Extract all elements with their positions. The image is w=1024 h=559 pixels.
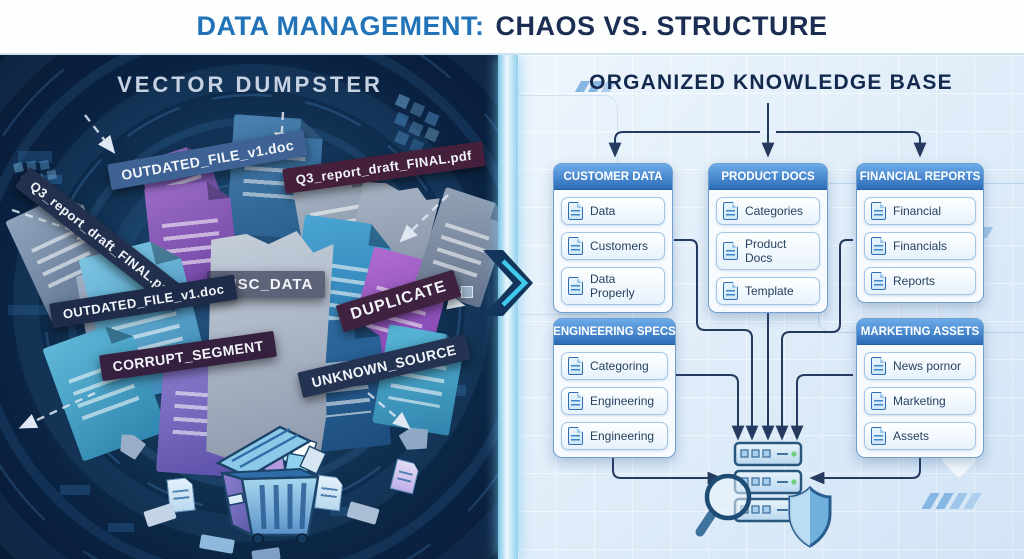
document-icon: [871, 392, 886, 410]
document-icon: [568, 357, 583, 375]
chaos-panel: VECTOR DUMPSTER: [0, 55, 500, 559]
kb-item-label: Data: [590, 204, 616, 218]
kb-item: Reports: [864, 267, 976, 295]
kb-item-label: Reports: [893, 274, 936, 288]
kb-item: Data: [561, 197, 665, 225]
kb-item: Financial: [864, 197, 976, 225]
dashed-arrow: [84, 114, 116, 154]
document-icon: [723, 242, 738, 260]
document-icon: [568, 392, 583, 410]
category-box-marketing-assets: MARKETING ASSETS News pornor Marketing A…: [856, 318, 984, 458]
kb-item-label: News pornor: [893, 359, 962, 373]
document-icon: [871, 427, 886, 445]
dashed-arrow: [407, 291, 466, 310]
kb-item-label: Template: [745, 284, 794, 298]
kb-item: Template: [716, 277, 820, 305]
kb-item: News pornor: [864, 352, 976, 380]
chaos-panel-title: VECTOR DUMPSTER: [117, 72, 383, 97]
shield-icon: [788, 485, 832, 548]
category-title: FINANCIAL REPORTS: [857, 164, 983, 190]
dashed-arrow: [367, 392, 411, 430]
document-icon: [871, 202, 886, 220]
organized-panel-title: ORGANIZED KNOWLEDGE BASE: [589, 71, 953, 94]
document-icon: [568, 427, 583, 445]
kb-item-label: Customers: [590, 239, 649, 253]
dashed-arrow: [18, 391, 96, 429]
dashed-arrow: [399, 194, 449, 243]
page-title-suffix: CHAOS VS. STRUCTURE: [495, 11, 828, 41]
category-box-engineering-specs: ENGINEERING SPECS Categoring Engineering…: [553, 318, 676, 458]
kb-item: Customers: [561, 232, 665, 260]
server-stack-icon: [733, 441, 803, 523]
category-title: CUSTOMER DATA: [554, 164, 672, 190]
kb-item-label: Financials: [893, 239, 948, 253]
kb-item-label: Engineering: [590, 394, 655, 408]
category-box-financial-reports: FINANCIAL REPORTS Financial Financials R…: [856, 163, 984, 303]
kb-item-label: Financial: [893, 204, 942, 218]
kb-item-label: Marketing: [893, 394, 946, 408]
kb-item: Categoring: [561, 352, 668, 380]
kb-item-label: Categories: [745, 204, 804, 218]
document-icon: [871, 357, 886, 375]
kb-item: Product Docs: [716, 232, 820, 270]
kb-item: Categories: [716, 197, 820, 225]
document-icon: [723, 202, 738, 220]
document-icon: [871, 272, 886, 290]
kb-item-label: Assets: [893, 429, 930, 443]
kb-item: Engineering: [561, 422, 668, 450]
category-title: ENGINEERING SPECS: [553, 319, 676, 345]
category-title: MARKETING ASSETS: [857, 319, 983, 345]
document-icon: [568, 277, 583, 295]
document-icon: [723, 282, 738, 300]
document-icon: [568, 202, 583, 220]
kb-item-label: Categoring: [590, 359, 649, 373]
kb-item: Engineering: [561, 387, 668, 415]
kb-item: Financials: [864, 232, 976, 260]
search-icon: [695, 473, 752, 537]
category-box-customer-data: CUSTOMER DATA Data Customers Data Proper…: [553, 163, 673, 313]
document-icon: [568, 237, 583, 255]
knowledge-base-server: [695, 441, 832, 548]
kb-item: Marketing: [864, 387, 976, 415]
kb-item-label: Engineering: [590, 429, 655, 443]
kb-item: Data Properly: [561, 267, 665, 305]
category-box-product-docs: PRODUCT DOCS Categories Product Docs Tem…: [708, 163, 828, 313]
dumpster-icon: [215, 425, 327, 545]
page-title: DATA MANAGEMENT: CHAOS VS. STRUCTURE: [0, 0, 1024, 55]
kb-item-label: Data Properly: [590, 272, 635, 300]
chevron-right-icon: [483, 250, 533, 316]
kb-item-label: Product Docs: [745, 237, 787, 265]
document-icon: [871, 237, 886, 255]
category-title: PRODUCT DOCS: [709, 164, 827, 190]
kb-item: Assets: [864, 422, 976, 450]
page-title-prefix: DATA MANAGEMENT:: [196, 11, 485, 41]
